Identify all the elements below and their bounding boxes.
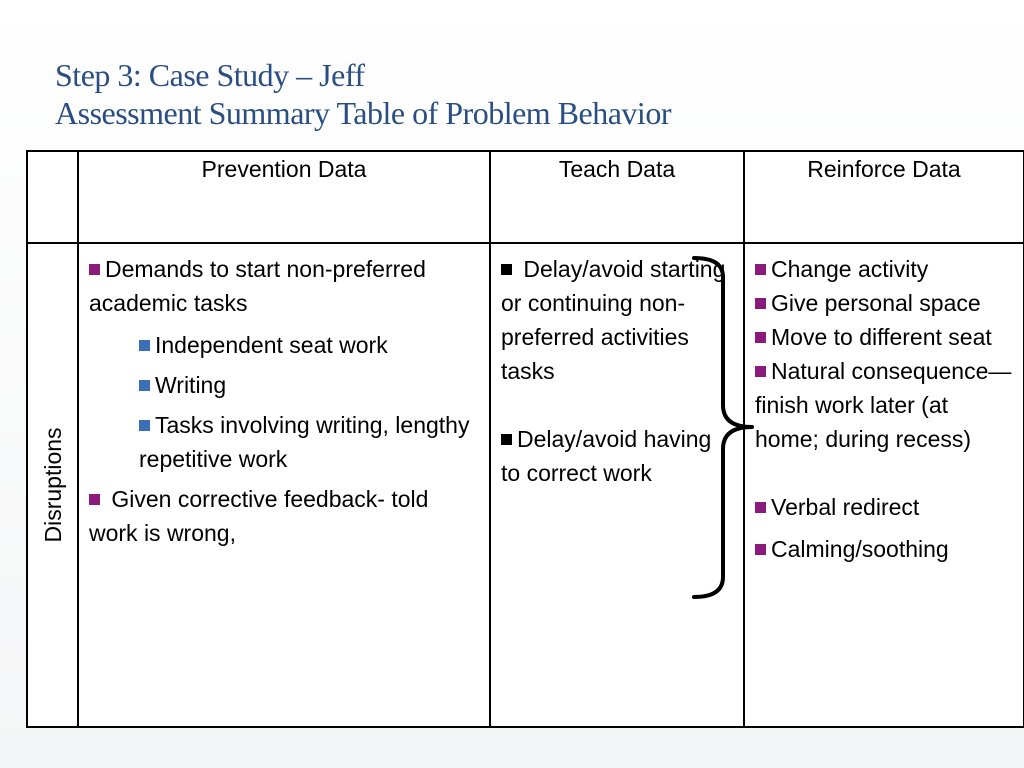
list-item-text: Delay/avoid starting or continuing non-p… — [501, 256, 726, 384]
list-item-text: Delay/avoid having to correct work — [501, 426, 712, 486]
sub-list-item: Independent seat work — [89, 328, 479, 362]
list-item-text: Natural consequence—finish work later (a… — [755, 358, 1012, 452]
square-bullet-icon — [89, 494, 100, 505]
header-corner-cell — [26, 150, 79, 244]
list-item-text: Verbal redirect — [771, 494, 920, 520]
curly-brace-icon — [692, 256, 754, 599]
list-item: Delay/avoid starting or continuing non-p… — [501, 252, 733, 388]
sub-list-item-text: Tasks involving writing, lengthy repetit… — [139, 412, 470, 472]
reinforce-cell: Change activity Give personal space Move… — [743, 242, 1024, 728]
list-item: Delay/avoid having to correct work — [501, 422, 733, 490]
square-bullet-icon — [139, 340, 150, 351]
list-item: Calming/soothing — [755, 532, 1017, 566]
row-label-cell: Disruptions — [26, 242, 79, 728]
square-bullet-icon — [89, 264, 100, 275]
prevention-cell: Demands to start non-preferred academic … — [77, 242, 491, 728]
assessment-summary-table: Prevention Data Teach Data Reinforce Dat… — [26, 150, 1024, 728]
table-row-disruptions: Disruptions Demands to start non-preferr… — [26, 242, 1024, 728]
list-item-text: Demands to start non-preferred academic … — [89, 256, 426, 316]
square-bullet-icon — [755, 366, 766, 377]
sub-list-item: Writing — [89, 368, 479, 402]
square-bullet-icon — [139, 380, 150, 391]
list-item: Given corrective feedback- told work is … — [89, 482, 479, 550]
list-item-text: Change activity — [771, 256, 929, 282]
sub-list-item: Tasks involving writing, lengthy repetit… — [89, 408, 479, 476]
title-line-1: Step 3: Case Study – Jeff — [55, 57, 365, 93]
square-bullet-icon — [501, 434, 512, 445]
square-bullet-icon — [139, 420, 150, 431]
square-bullet-icon — [755, 298, 766, 309]
header-reinforce-data: Reinforce Data — [743, 150, 1024, 244]
list-item: Verbal redirect — [755, 490, 1017, 524]
list-item-text: Calming/soothing — [771, 536, 949, 562]
list-item-text: Given corrective feedback- told work is … — [89, 486, 429, 546]
slide-title: Step 3: Case Study – Jeff Assessment Sum… — [55, 56, 671, 132]
list-item-text: Move to different seat — [771, 324, 992, 350]
header-teach-data: Teach Data — [489, 150, 745, 244]
list-item: Change activity — [755, 252, 1017, 286]
table-header-row: Prevention Data Teach Data Reinforce Dat… — [26, 150, 1024, 244]
square-bullet-icon — [755, 544, 766, 555]
square-bullet-icon — [501, 264, 512, 275]
list-item: Give personal space — [755, 286, 1017, 320]
list-item: Move to different seat — [755, 320, 1017, 354]
square-bullet-icon — [755, 264, 766, 275]
square-bullet-icon — [755, 332, 766, 343]
sub-list-item-text: Independent seat work — [155, 332, 388, 358]
header-prevention-data: Prevention Data — [77, 150, 491, 244]
square-bullet-icon — [755, 502, 766, 513]
row-label-disruptions: Disruptions — [39, 427, 66, 543]
teach-cell: Delay/avoid starting or continuing non-p… — [489, 242, 745, 728]
title-line-2: Assessment Summary Table of Problem Beha… — [55, 95, 671, 131]
sub-list-item-text: Writing — [155, 372, 227, 398]
list-item: Demands to start non-preferred academic … — [89, 252, 479, 320]
list-item-text: Give personal space — [771, 290, 981, 316]
list-item: Natural consequence—finish work later (a… — [755, 354, 1017, 456]
